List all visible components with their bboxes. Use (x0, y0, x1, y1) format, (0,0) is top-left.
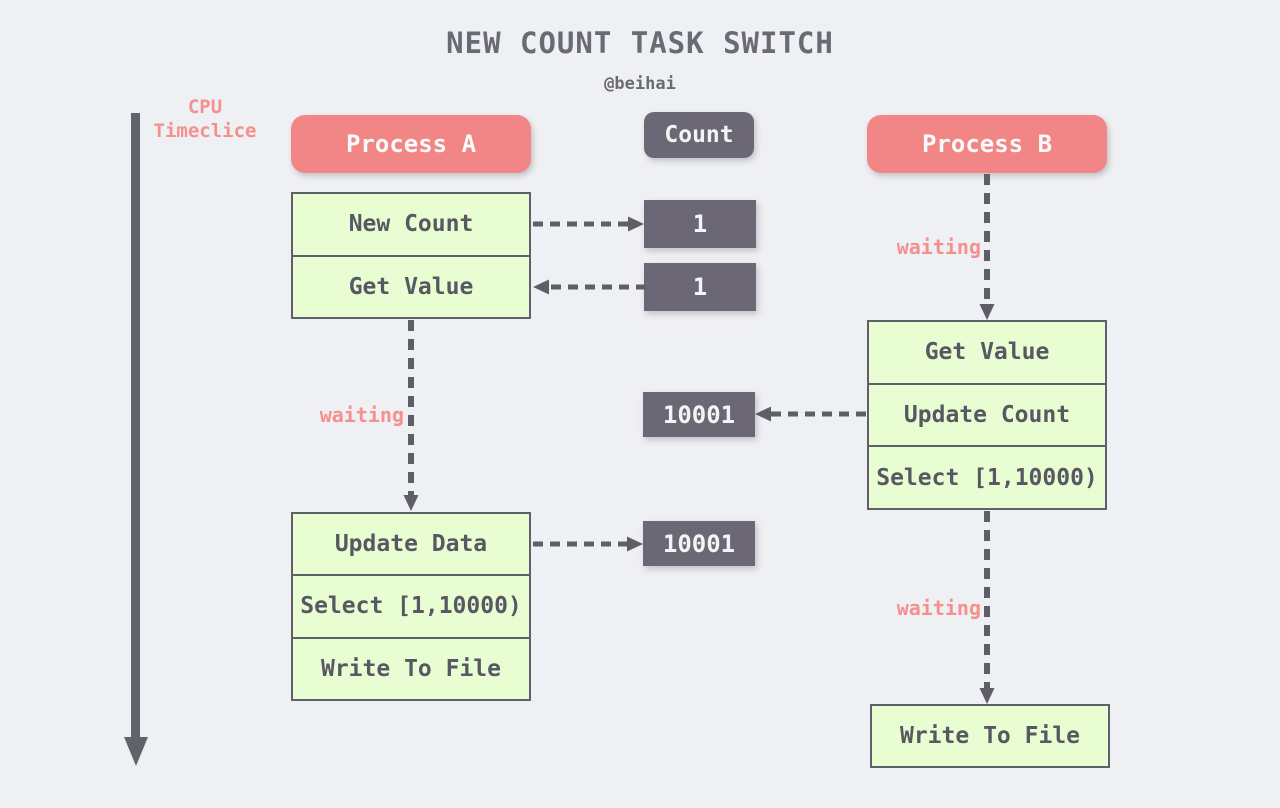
author-credit: @beihai (604, 74, 676, 94)
timeline-arrow-shaft (131, 113, 140, 738)
arrow-update-count-to-count (755, 406, 866, 422)
count-header: Count (644, 112, 754, 158)
step-get-value-b: Get Value (924, 339, 1050, 366)
count-value-2-label: 1 (692, 273, 708, 301)
step-new-count: New Count (348, 211, 474, 238)
arrow-process-b-waiting-1 (979, 174, 995, 320)
waiting-label-process-b-2: waiting (896, 596, 981, 620)
process-a-step-block-2: Update Data Select [1,10000) Write To Fi… (291, 512, 531, 701)
count-header-label: Count (664, 122, 734, 148)
arrow-process-b-waiting-2 (979, 511, 995, 704)
cpu-timeslice-label-line2: Timeclice (153, 120, 257, 142)
page-title: NEW COUNT TASK SWITCH (446, 26, 834, 60)
step-get-value-a: Get Value (293, 254, 529, 318)
process-b-step-block-1: Get Value Update Count Select [1,10000) (867, 320, 1107, 510)
waiting-label-process-b-1: waiting (896, 235, 981, 259)
process-a-step-block-1: New Count Get Value (291, 192, 531, 319)
process-a-header: Process A (291, 115, 531, 173)
step-write-to-file-b: Write To File (899, 723, 1080, 749)
count-value-4-label: 10001 (662, 529, 736, 558)
count-value-1-label: 1 (692, 210, 708, 238)
arrow-process-a-waiting (403, 320, 419, 511)
waiting-label-process-a: waiting (319, 403, 404, 427)
process-b-header: Process B (867, 115, 1107, 173)
count-value-1: 1 (644, 200, 756, 248)
cpu-timeslice-label-line1: CPU (187, 96, 223, 118)
timeline-arrowhead-icon (124, 737, 148, 766)
count-value-4: 10001 (643, 521, 755, 566)
step-update-data: Update Data (334, 531, 488, 558)
step-update-count: Update Count (869, 382, 1105, 446)
step-select-range-b: Select [1,10000) (869, 445, 1105, 508)
process-b-header-label: Process B (921, 130, 1053, 158)
count-value-2: 1 (644, 263, 756, 311)
count-value-3: 10001 (643, 392, 755, 437)
arrow-new-count-to-count (533, 216, 644, 232)
step-select-range-a: Select [1,10000) (293, 574, 529, 636)
cpu-timeslice-label: CPU Timeclice (140, 95, 270, 143)
process-b-step-block-2: Write To File (870, 704, 1110, 768)
arrow-update-data-to-count (533, 536, 643, 552)
arrow-count-to-get-value-a (533, 279, 646, 295)
process-a-header-label: Process A (345, 130, 477, 158)
step-write-to-file-a: Write To File (293, 636, 529, 699)
count-value-3-label: 10001 (662, 400, 736, 429)
